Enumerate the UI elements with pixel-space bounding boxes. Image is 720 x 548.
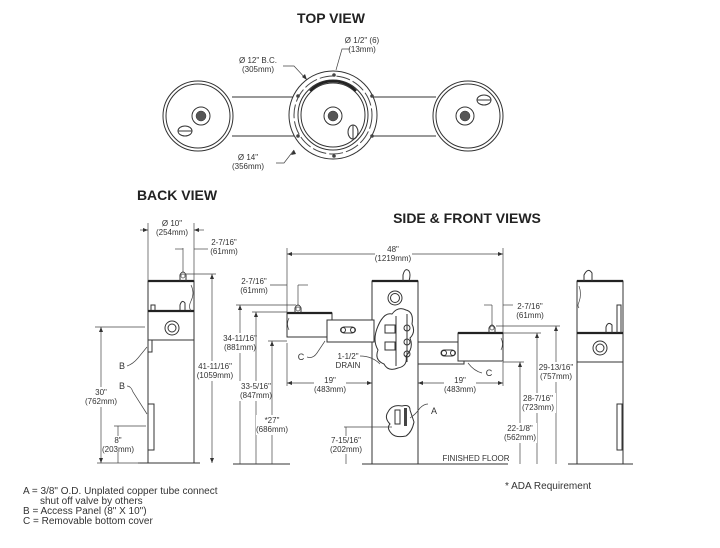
bolt-hole: [296, 94, 300, 98]
drain-icon: [327, 110, 339, 122]
dim-back-30-mm: (762mm): [85, 397, 117, 406]
dim-bc-in: Ø 12" B.C.: [239, 56, 277, 65]
dim-right-offset-in: 2-7/16": [517, 302, 543, 311]
dim-supply-mm: (202mm): [330, 445, 362, 454]
dim-left-rim-in: 33-5/16": [241, 382, 271, 391]
bolt-hole: [332, 73, 336, 77]
dim-48-in: 48": [387, 245, 399, 254]
callout-b-lower: B: [119, 381, 125, 391]
drain-size: 1-1/2": [337, 352, 358, 361]
dim-left-bubbler-in: 34-11/16": [223, 334, 257, 343]
drain-icon: [459, 110, 471, 122]
dim-back-8-mm: (203mm): [102, 445, 134, 454]
leader-hole: [335, 48, 350, 71]
side-supply-port: [592, 340, 608, 356]
dim-48-mm: (1219mm): [375, 254, 412, 263]
dim-left-rim-mm: (847mm): [240, 391, 272, 400]
right-basin: [457, 332, 504, 362]
dim-back-height-mm: (1059mm): [197, 371, 234, 380]
dim-supply-in: 7-15/16": [331, 436, 361, 445]
dim-hole-in: Ø 1/2" (6): [345, 36, 380, 45]
drain-label: DRAIN: [336, 361, 361, 370]
valve-cutaway: [374, 308, 415, 370]
legend-b: B = Access Panel (8" X 10"): [23, 506, 147, 517]
dim-back-height-in: 41-11/16": [198, 362, 232, 371]
dim-right-reach-in: 19": [454, 376, 466, 385]
dim-back-width-in: Ø 10": [162, 219, 182, 228]
legend: A = 3/8" O.D. Unplated copper tube conne…: [23, 487, 218, 527]
top-view: Ø 1/2" (6) (13mm) Ø 12" B.C. (305mm) Ø 1…: [162, 36, 504, 171]
callout-b-upper: B: [119, 361, 125, 371]
top-view-title: TOP VIEW: [297, 10, 366, 26]
top-right-bowl: [432, 80, 504, 152]
back-view-title: BACK VIEW: [137, 187, 218, 203]
callout-a: A: [431, 406, 437, 416]
leader-flange: [276, 149, 295, 164]
back-supply-port: [164, 320, 180, 336]
legend-a-line2: shut off valve by others: [40, 496, 143, 507]
bolt-hole: [296, 134, 300, 138]
left-basin: [286, 312, 333, 338]
bolt-hole: [332, 154, 336, 158]
dim-bc-mm: (305mm): [242, 65, 274, 74]
dim-left-offset-in: 2-7/16": [241, 277, 267, 286]
dim-back-30-in: 30": [95, 388, 107, 397]
front-view: FINISHED FLOOR 48" (1219mm) 2-7/16" (61m…: [222, 245, 575, 465]
dim-hole-mm: (13mm): [348, 45, 376, 54]
supply-cutaway: [385, 405, 415, 438]
top-left-bowl: [162, 80, 234, 152]
leader-bolt-circle: [283, 65, 308, 81]
dim-back-width-mm: (254mm): [156, 228, 188, 237]
ada-footnote: * ADA Requirement: [505, 481, 592, 492]
dim-flange-mm: (356mm): [232, 162, 264, 171]
dim-right-offset-mm: (61mm): [516, 311, 544, 320]
dim-right-reach-mm: (483mm): [444, 385, 476, 394]
side-front-title: SIDE & FRONT VIEWS: [393, 210, 541, 226]
dim-left-bubbler-mm: (881mm): [224, 343, 256, 352]
side-pedestal: [576, 280, 624, 465]
dim-left-reach-in: 19": [324, 376, 336, 385]
side-access-panel: [616, 403, 623, 451]
dim-left-reach-mm: (483mm): [314, 385, 346, 394]
dim-right-knee-in: 22-1/8": [507, 424, 533, 433]
side-view: [568, 269, 633, 465]
dim-right-bubbler-mm: (757mm): [540, 372, 572, 381]
front-supply-port: [387, 290, 403, 306]
drain-icon: [195, 110, 207, 122]
back-access-panel: [147, 403, 155, 451]
dim-left-knee-in: *27": [265, 416, 280, 425]
dim-right-bubbler-in: 29-13/16": [539, 363, 574, 372]
dim-back-8-in: 8": [114, 436, 121, 445]
callout-c-left: C: [298, 352, 305, 362]
finished-floor-label: FINISHED FLOOR: [442, 454, 509, 463]
dim-right-rim-in: 28-7/16": [523, 394, 553, 403]
dim-back-offset-mm: (61mm): [210, 247, 238, 256]
callout-c-right: C: [486, 368, 493, 378]
right-connector-icon: [440, 349, 456, 357]
legend-a-line1: A = 3/8" O.D. Unplated copper tube conne…: [23, 486, 218, 497]
dim-left-offset-mm: (61mm): [240, 286, 268, 295]
legend-c: C = Removable bottom cover: [23, 516, 153, 527]
dim-left-knee-mm: (686mm): [256, 425, 288, 434]
left-connector-icon: [340, 326, 356, 334]
dim-back-offset-in: 2-7/16": [211, 238, 237, 247]
bolt-hole: [370, 134, 374, 138]
dim-right-rim-mm: (723mm): [522, 403, 554, 412]
top-center-pedestal: [288, 70, 378, 160]
bolt-hole: [370, 94, 374, 98]
front-center-column: [371, 280, 419, 465]
dim-flange-in: Ø 14": [238, 153, 258, 162]
back-view: Ø 10" (254mm) 2-7/16" (61mm) 41-11/16" (…: [83, 219, 238, 464]
dim-right-knee-mm: (562mm): [504, 433, 536, 442]
